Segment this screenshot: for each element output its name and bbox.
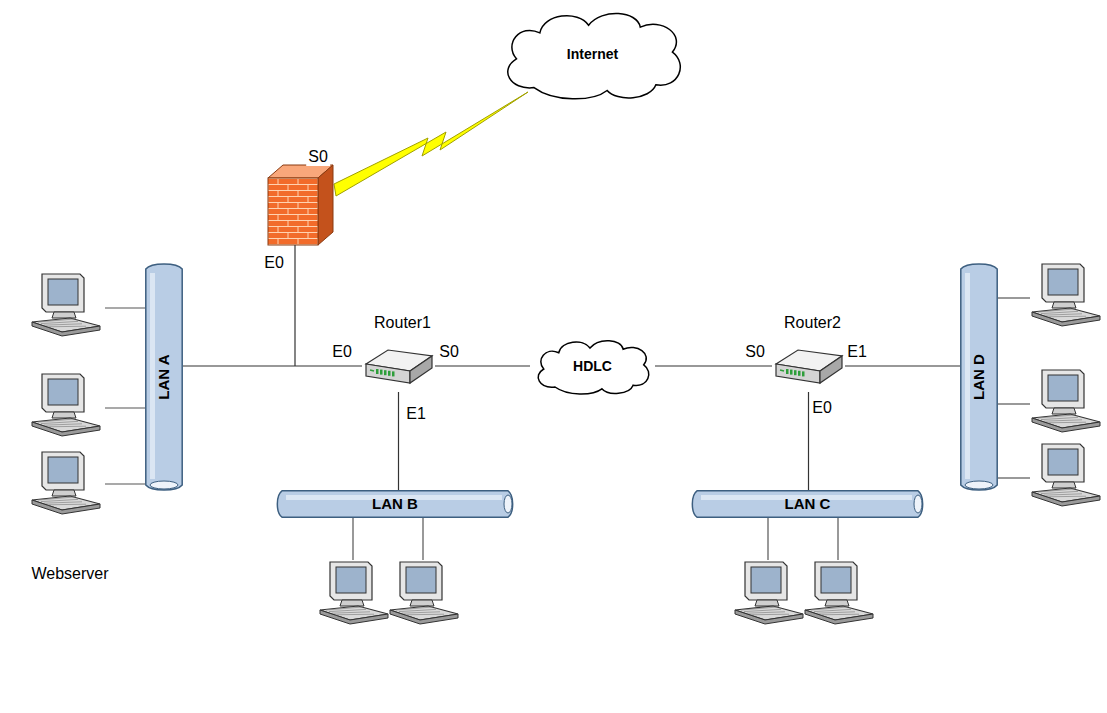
port-label: S0 <box>743 343 767 361</box>
computer-icon <box>1032 264 1100 326</box>
firewall-icon <box>268 165 333 245</box>
network-label: LAN B <box>372 495 418 513</box>
port-label: E1 <box>845 343 869 361</box>
computer-icon <box>1032 370 1100 432</box>
network-cloud: Internet <box>495 6 690 102</box>
network-link <box>808 392 809 490</box>
device-name: Router1 <box>374 313 431 332</box>
network-label: LAN A <box>155 354 173 399</box>
host-label: Webserver <box>29 565 110 583</box>
computer-icon <box>1032 444 1100 506</box>
pc-wires <box>105 298 1030 560</box>
network-label: HDLC <box>573 358 612 375</box>
network-link <box>183 365 362 366</box>
computer-icon <box>32 452 100 514</box>
network-link <box>655 365 772 366</box>
node-shape <box>772 340 845 392</box>
computer-icon <box>32 374 100 436</box>
lan-segment: LAN B <box>275 490 515 518</box>
network-link <box>435 365 530 366</box>
port-label: E0 <box>330 343 354 361</box>
firewall-wire <box>294 245 295 366</box>
port-label: E0 <box>810 399 834 417</box>
computers <box>32 264 1100 624</box>
device-name: Router2 <box>784 313 841 332</box>
wan-lightning <box>334 92 528 196</box>
network-link <box>845 365 960 366</box>
router-icon: Router1 <box>362 340 435 392</box>
port-label: E0 <box>262 254 286 272</box>
port-label: E1 <box>404 405 428 423</box>
lan-segment: LAN D <box>960 262 998 492</box>
computer-icon <box>390 562 458 624</box>
computer-icon <box>32 274 100 336</box>
computer-icon <box>320 562 388 624</box>
lan-segment: LAN A <box>145 262 183 492</box>
computer-icon <box>735 562 803 624</box>
network-link <box>398 392 399 490</box>
node-shape <box>362 340 435 392</box>
network-label: Internet <box>567 46 618 63</box>
network-cloud: HDLC <box>530 336 655 396</box>
port-label: S0 <box>306 148 330 166</box>
network-label: LAN D <box>970 354 988 400</box>
port-label: S0 <box>437 343 461 361</box>
lan-segment: LAN C <box>690 490 925 518</box>
computer-icon <box>805 562 873 624</box>
router-icon: Router2 <box>772 340 845 392</box>
network-label: LAN C <box>785 495 831 513</box>
